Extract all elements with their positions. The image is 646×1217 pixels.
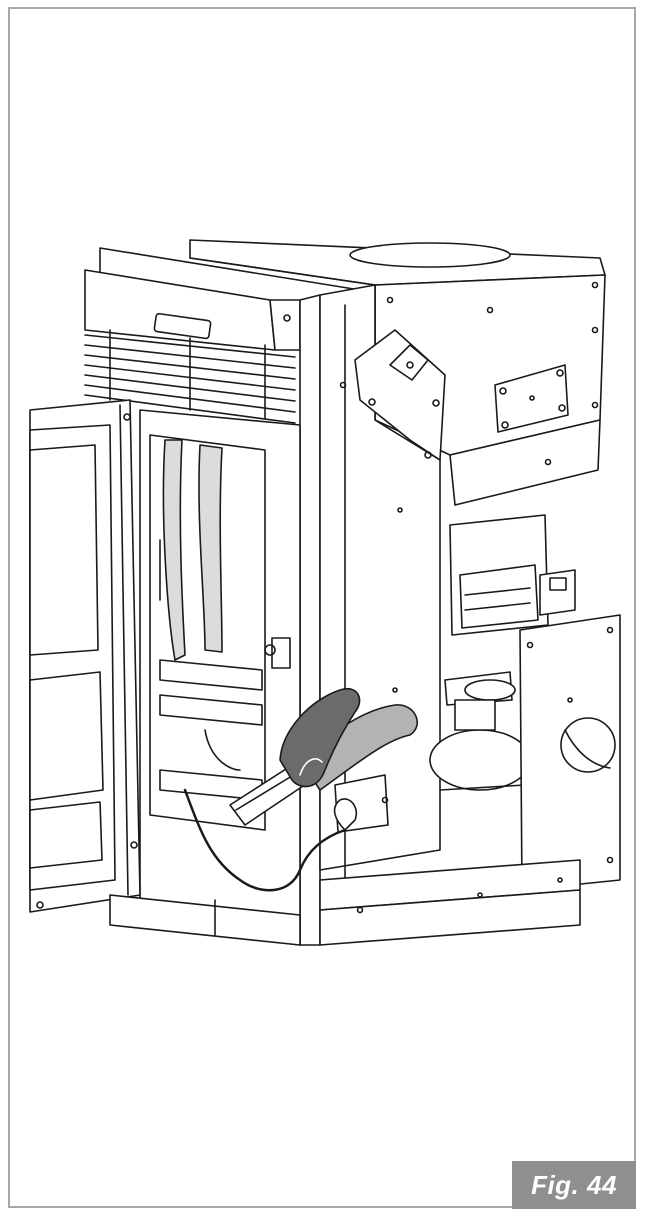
stove-base: [109, 859, 581, 946]
gloved-hand: [279, 687, 361, 788]
open-door: [29, 399, 141, 913]
right-mechanics: [429, 514, 581, 791]
figure-label: Fig. 44: [512, 1161, 636, 1209]
combustion-chamber: [149, 434, 291, 831]
pellet-hopper: [189, 239, 606, 506]
side-plate: [519, 614, 621, 891]
top-grille: [84, 247, 361, 424]
